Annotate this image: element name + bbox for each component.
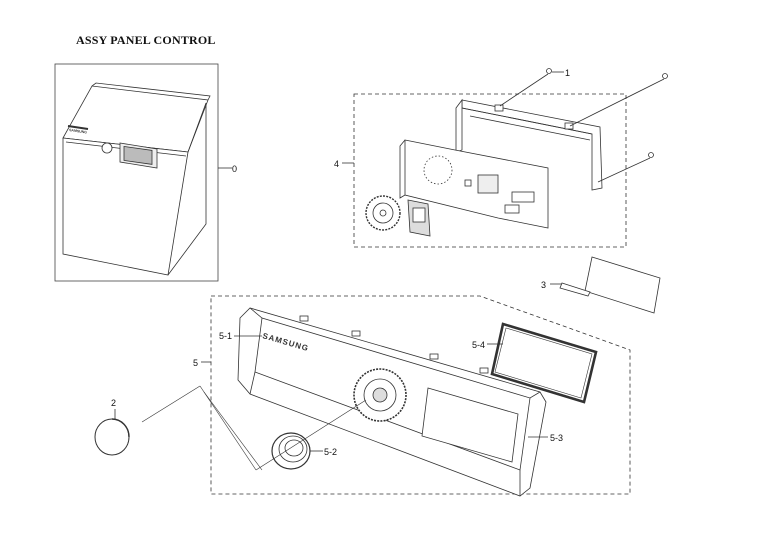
callout-5: 5	[193, 358, 198, 368]
part-3-label-sheet[interactable]	[559, 256, 661, 314]
part-4-pcb-assembly[interactable]	[353, 93, 627, 248]
part-5-2-knob-ring[interactable]	[271, 432, 311, 470]
svg-text:SAMSUNG: SAMSUNG	[69, 128, 88, 134]
part-1-screw[interactable]	[499, 68, 668, 183]
callout-5-2: 5-2	[324, 447, 337, 457]
callout-2: 2	[111, 398, 116, 408]
part-2-knob[interactable]	[94, 418, 130, 456]
diagram-title: ASSY PANEL CONTROL	[76, 33, 216, 47]
assembly-lines	[141, 385, 367, 471]
part-5-4-window-glass[interactable]	[490, 322, 598, 404]
brand-logo: SAMSUNG	[69, 128, 88, 134]
callout-5-4: 5-4	[472, 340, 485, 350]
callout-1: 1	[565, 68, 570, 78]
part-0-appliance[interactable]	[54, 63, 219, 282]
callout-5-3: 5-3	[550, 433, 563, 443]
part-5-dashed-group	[210, 295, 631, 495]
callout-0: 0	[232, 164, 237, 174]
callout-4: 4	[334, 159, 339, 169]
part-5-3-panel-frame[interactable]	[237, 307, 547, 497]
callout-5-1: 5-1	[219, 331, 232, 341]
callout-3: 3	[541, 280, 546, 290]
